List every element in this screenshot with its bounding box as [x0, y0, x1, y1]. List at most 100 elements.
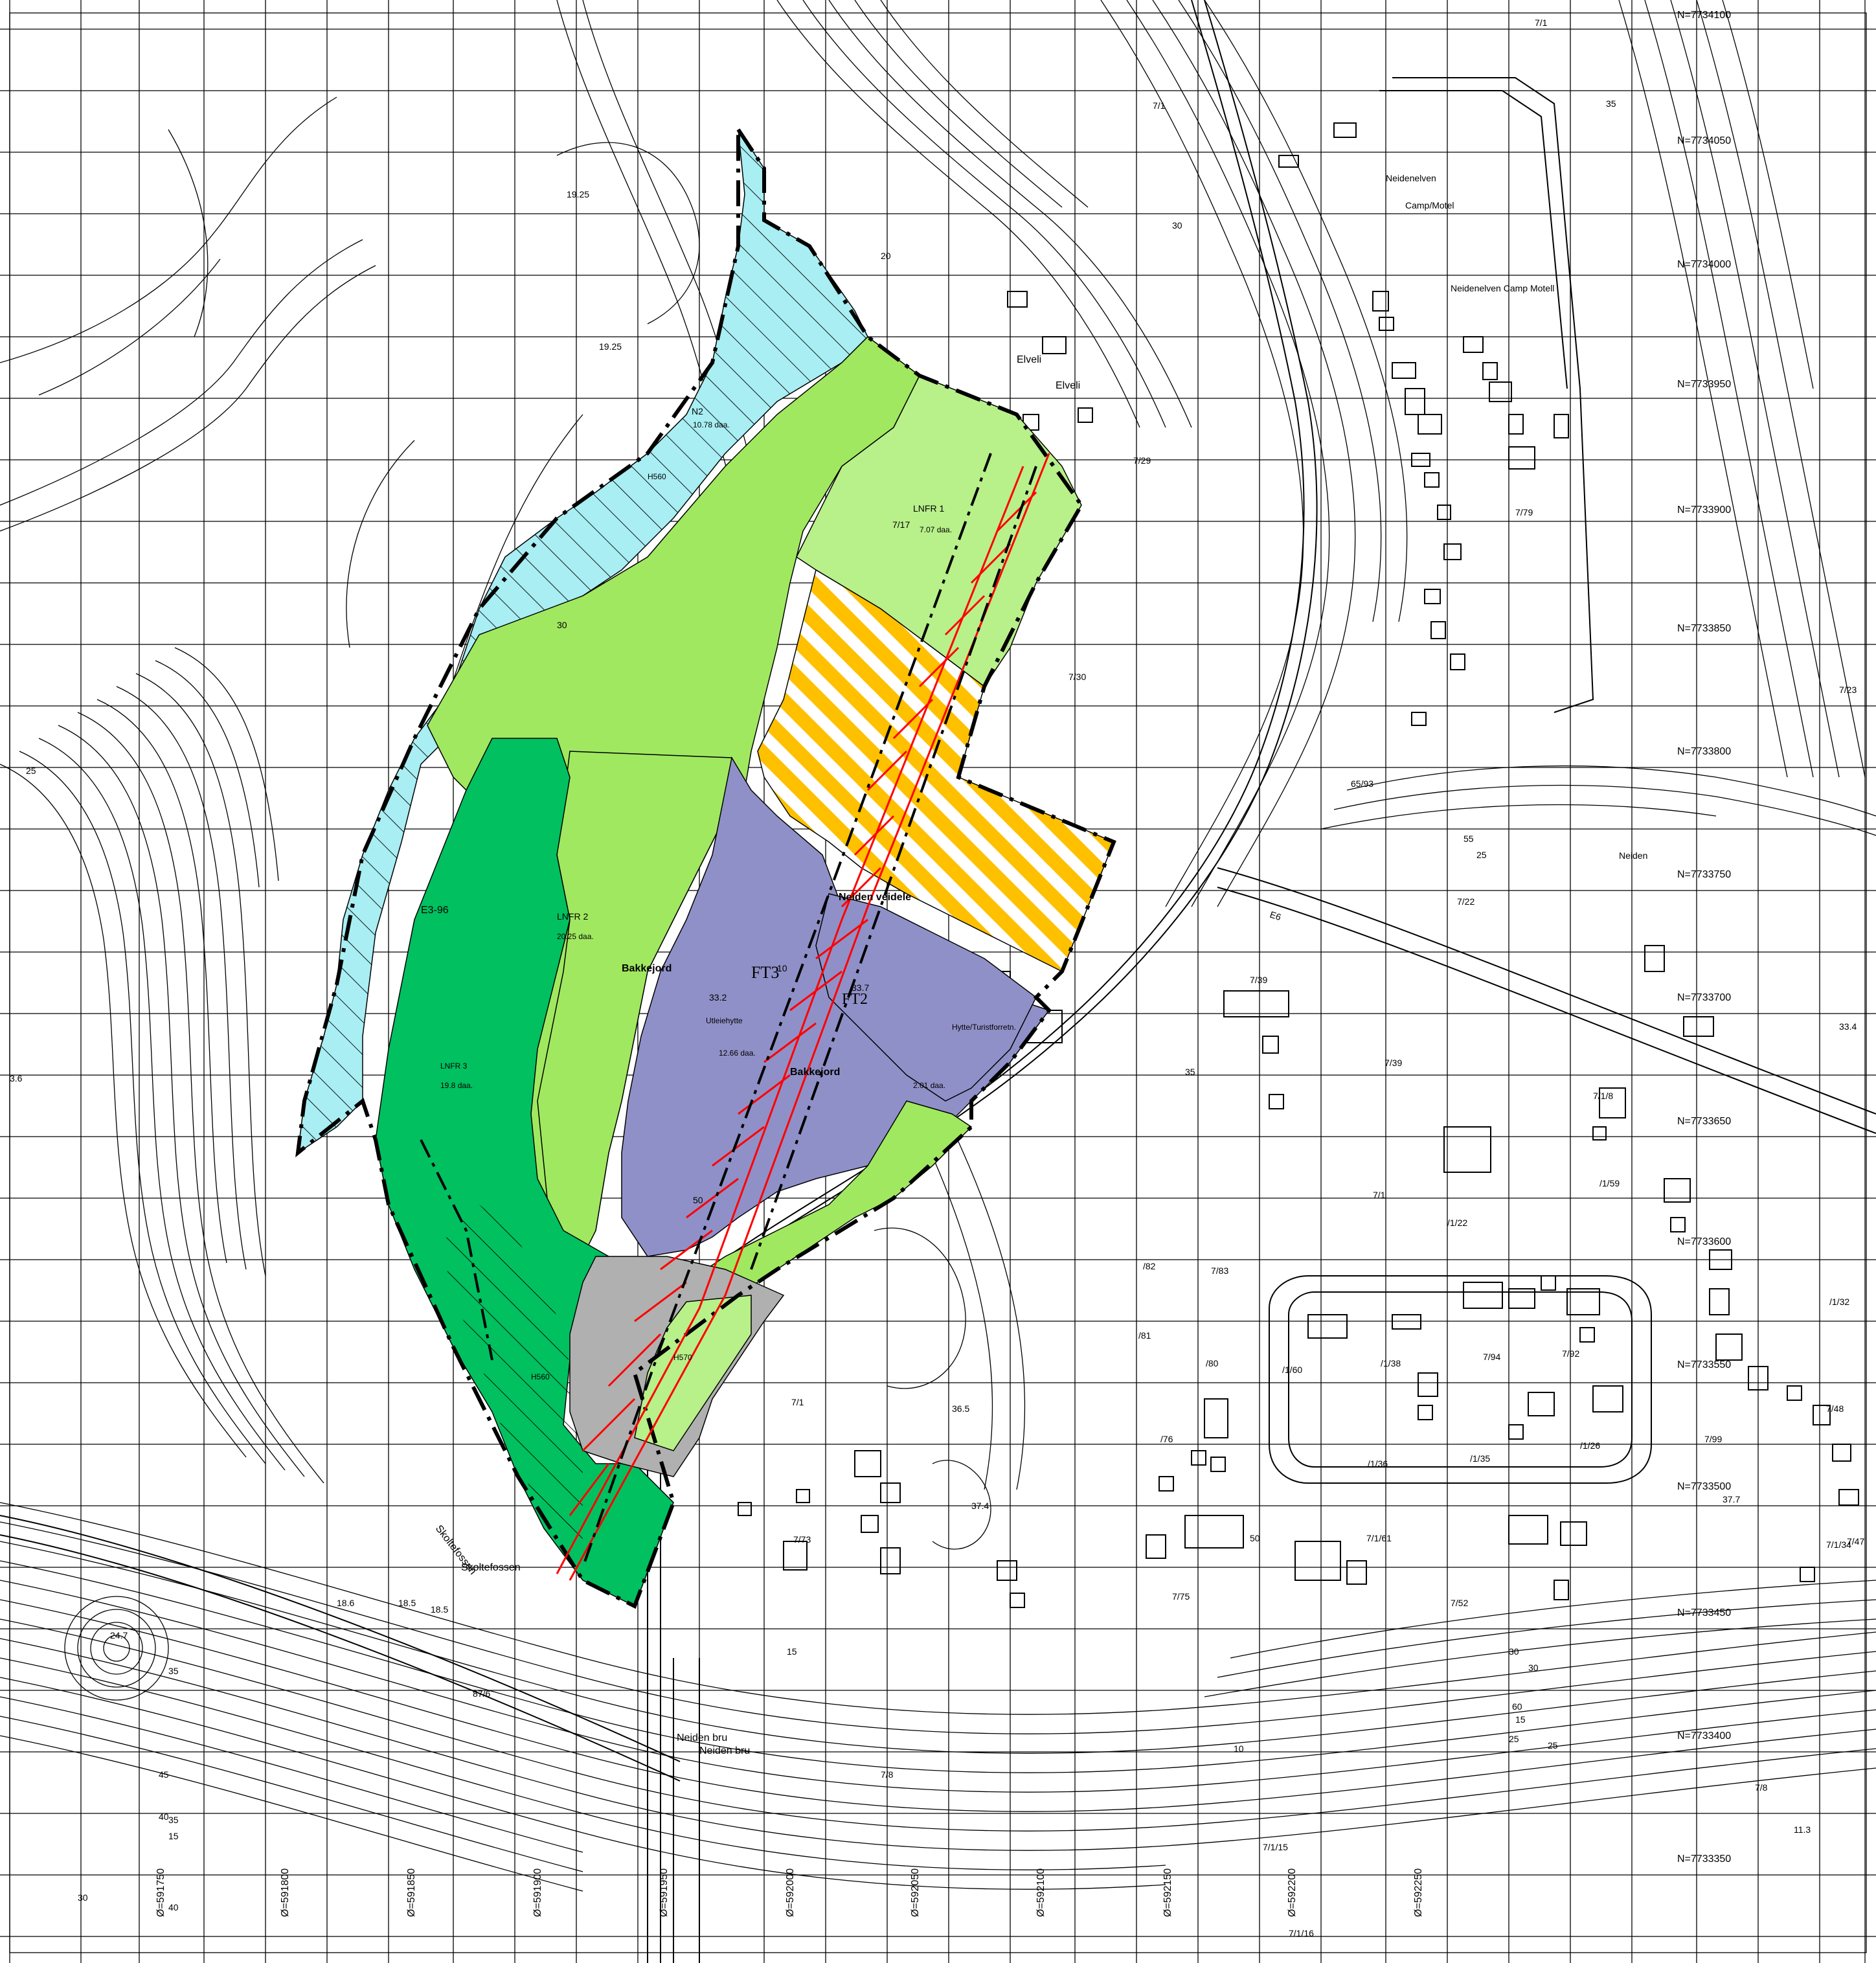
label-bakkejord-2: Bakkejord: [790, 1067, 840, 1078]
zone-lnfr-pocket[interactable]: [634, 1295, 752, 1451]
contour-label: 35: [168, 1815, 179, 1825]
contour-label: 60: [1512, 1701, 1522, 1712]
label-lnfr3-area: 19.8 daa.: [440, 1081, 473, 1090]
building: [1210, 1457, 1226, 1472]
parcel-number: 7/22: [1457, 896, 1475, 907]
parcel-number: /1/38: [1381, 1358, 1401, 1368]
contour-label: 35: [1185, 1067, 1195, 1077]
zone-lnfr3[interactable]: [375, 738, 674, 1607]
building: [1430, 621, 1446, 639]
building: [880, 1482, 901, 1503]
spot-height: 33.4: [1839, 1021, 1857, 1032]
spot-height: 24.7: [110, 1630, 128, 1640]
northing-label: N=7734000: [1677, 259, 1731, 270]
spot-height: 37.4: [971, 1501, 989, 1511]
parcel-number: 7/30: [1068, 672, 1086, 682]
parcel-number: 7/39: [1250, 975, 1267, 985]
building: [1554, 414, 1569, 438]
contour-label: 50: [1250, 1533, 1260, 1543]
spot-height: 19.25: [599, 341, 622, 352]
contour-label: 35: [168, 1666, 179, 1676]
building: [1508, 1424, 1524, 1440]
building: [1566, 1288, 1600, 1315]
building: [1424, 589, 1441, 604]
building: [1184, 1515, 1244, 1549]
building: [1554, 1580, 1569, 1600]
zone-ft2[interactable]: [815, 893, 1037, 1102]
building: [1146, 1534, 1166, 1559]
label-n2-code: N2: [692, 406, 703, 416]
building: [1800, 1567, 1815, 1582]
building: [1508, 446, 1535, 470]
building: [1379, 317, 1394, 331]
northing-label: N=7734050: [1677, 135, 1731, 146]
parcel-number: /1/59: [1599, 1178, 1620, 1188]
parcel-number: 7/1: [1373, 1190, 1386, 1200]
building: [1579, 1327, 1595, 1343]
parcel-number: /82: [1143, 1261, 1156, 1271]
buildings: [718, 122, 1859, 1608]
parcel-number: 7/99: [1704, 1434, 1722, 1444]
northing-label: N=7733900: [1677, 505, 1731, 516]
parcel-number: 7/29: [1133, 455, 1151, 466]
spot-height: 18.5: [431, 1604, 448, 1615]
contour-label: 10: [777, 963, 787, 973]
building: [1010, 1593, 1025, 1608]
building: [1262, 1036, 1279, 1054]
label-elveli-1: Elveli: [1017, 354, 1041, 365]
contour-label: 30: [1172, 220, 1182, 231]
easting-label: Ø=591950: [659, 1868, 670, 1917]
parcel-number: /1/36: [1368, 1458, 1388, 1469]
parcel-number: /1/35: [1470, 1453, 1490, 1464]
label-camp-2: Camp/Motel: [1405, 200, 1454, 210]
building: [1392, 1314, 1421, 1330]
parcel-number: 7/1/61: [1366, 1533, 1392, 1543]
zone-lnfr2[interactable]: [537, 751, 739, 1258]
spot-height: 37.7: [1723, 1494, 1740, 1504]
parcel-number: 7/47: [1847, 1536, 1864, 1547]
building: [1307, 1314, 1348, 1339]
contour-label: 40: [159, 1811, 169, 1822]
building: [1443, 1126, 1491, 1173]
building: [1592, 1385, 1623, 1413]
building: [783, 1541, 808, 1571]
easting-label: Ø=591800: [280, 1868, 291, 1917]
label-ft3-use: Utleiehytte: [706, 1016, 743, 1025]
label-ft2-use: Hytte/Turistforretn.: [952, 1023, 1016, 1032]
parcel-number: 7/52: [1451, 1598, 1468, 1608]
zone-ft-yellow[interactable]: [757, 569, 1114, 973]
northing-label: N=7733600: [1677, 1236, 1731, 1247]
building: [1463, 336, 1484, 353]
label-ft3-area: 12.66 daa.: [719, 1049, 756, 1058]
building: [1007, 291, 1028, 308]
contour-label: 30: [78, 1892, 88, 1903]
parcel-number: 7/75: [1172, 1591, 1190, 1602]
zone-lnfr3-hatch: [440, 1205, 583, 1554]
spot-height: 18.6: [337, 1598, 354, 1608]
parcel-number: 7/1: [1535, 17, 1548, 28]
label-lnfr1-area: 7.07 daa.: [920, 525, 952, 534]
building: [1042, 336, 1067, 354]
map-frame: [9, 12, 1867, 1953]
parcel-number: 7/8: [881, 1769, 894, 1780]
building: [1709, 1288, 1730, 1315]
contour-label: 25: [1476, 850, 1487, 860]
building: [1489, 381, 1512, 402]
building: [1541, 1275, 1556, 1291]
building: [1664, 1178, 1691, 1203]
easting-label: Ø=591750: [155, 1868, 166, 1917]
building: [1838, 1489, 1859, 1506]
building: [1560, 1521, 1587, 1546]
building: [880, 1547, 901, 1574]
building: [1482, 362, 1498, 380]
building: [1599, 1087, 1626, 1118]
building: [1204, 1398, 1228, 1438]
label-neiden-bru-1: Neiden bru: [677, 1732, 727, 1743]
parcel-number: /1/22: [1447, 1218, 1467, 1228]
building: [1813, 1405, 1831, 1425]
building: [1709, 1249, 1732, 1270]
northing-label: N=7733700: [1677, 992, 1731, 1003]
contour-label: 15: [787, 1646, 797, 1657]
